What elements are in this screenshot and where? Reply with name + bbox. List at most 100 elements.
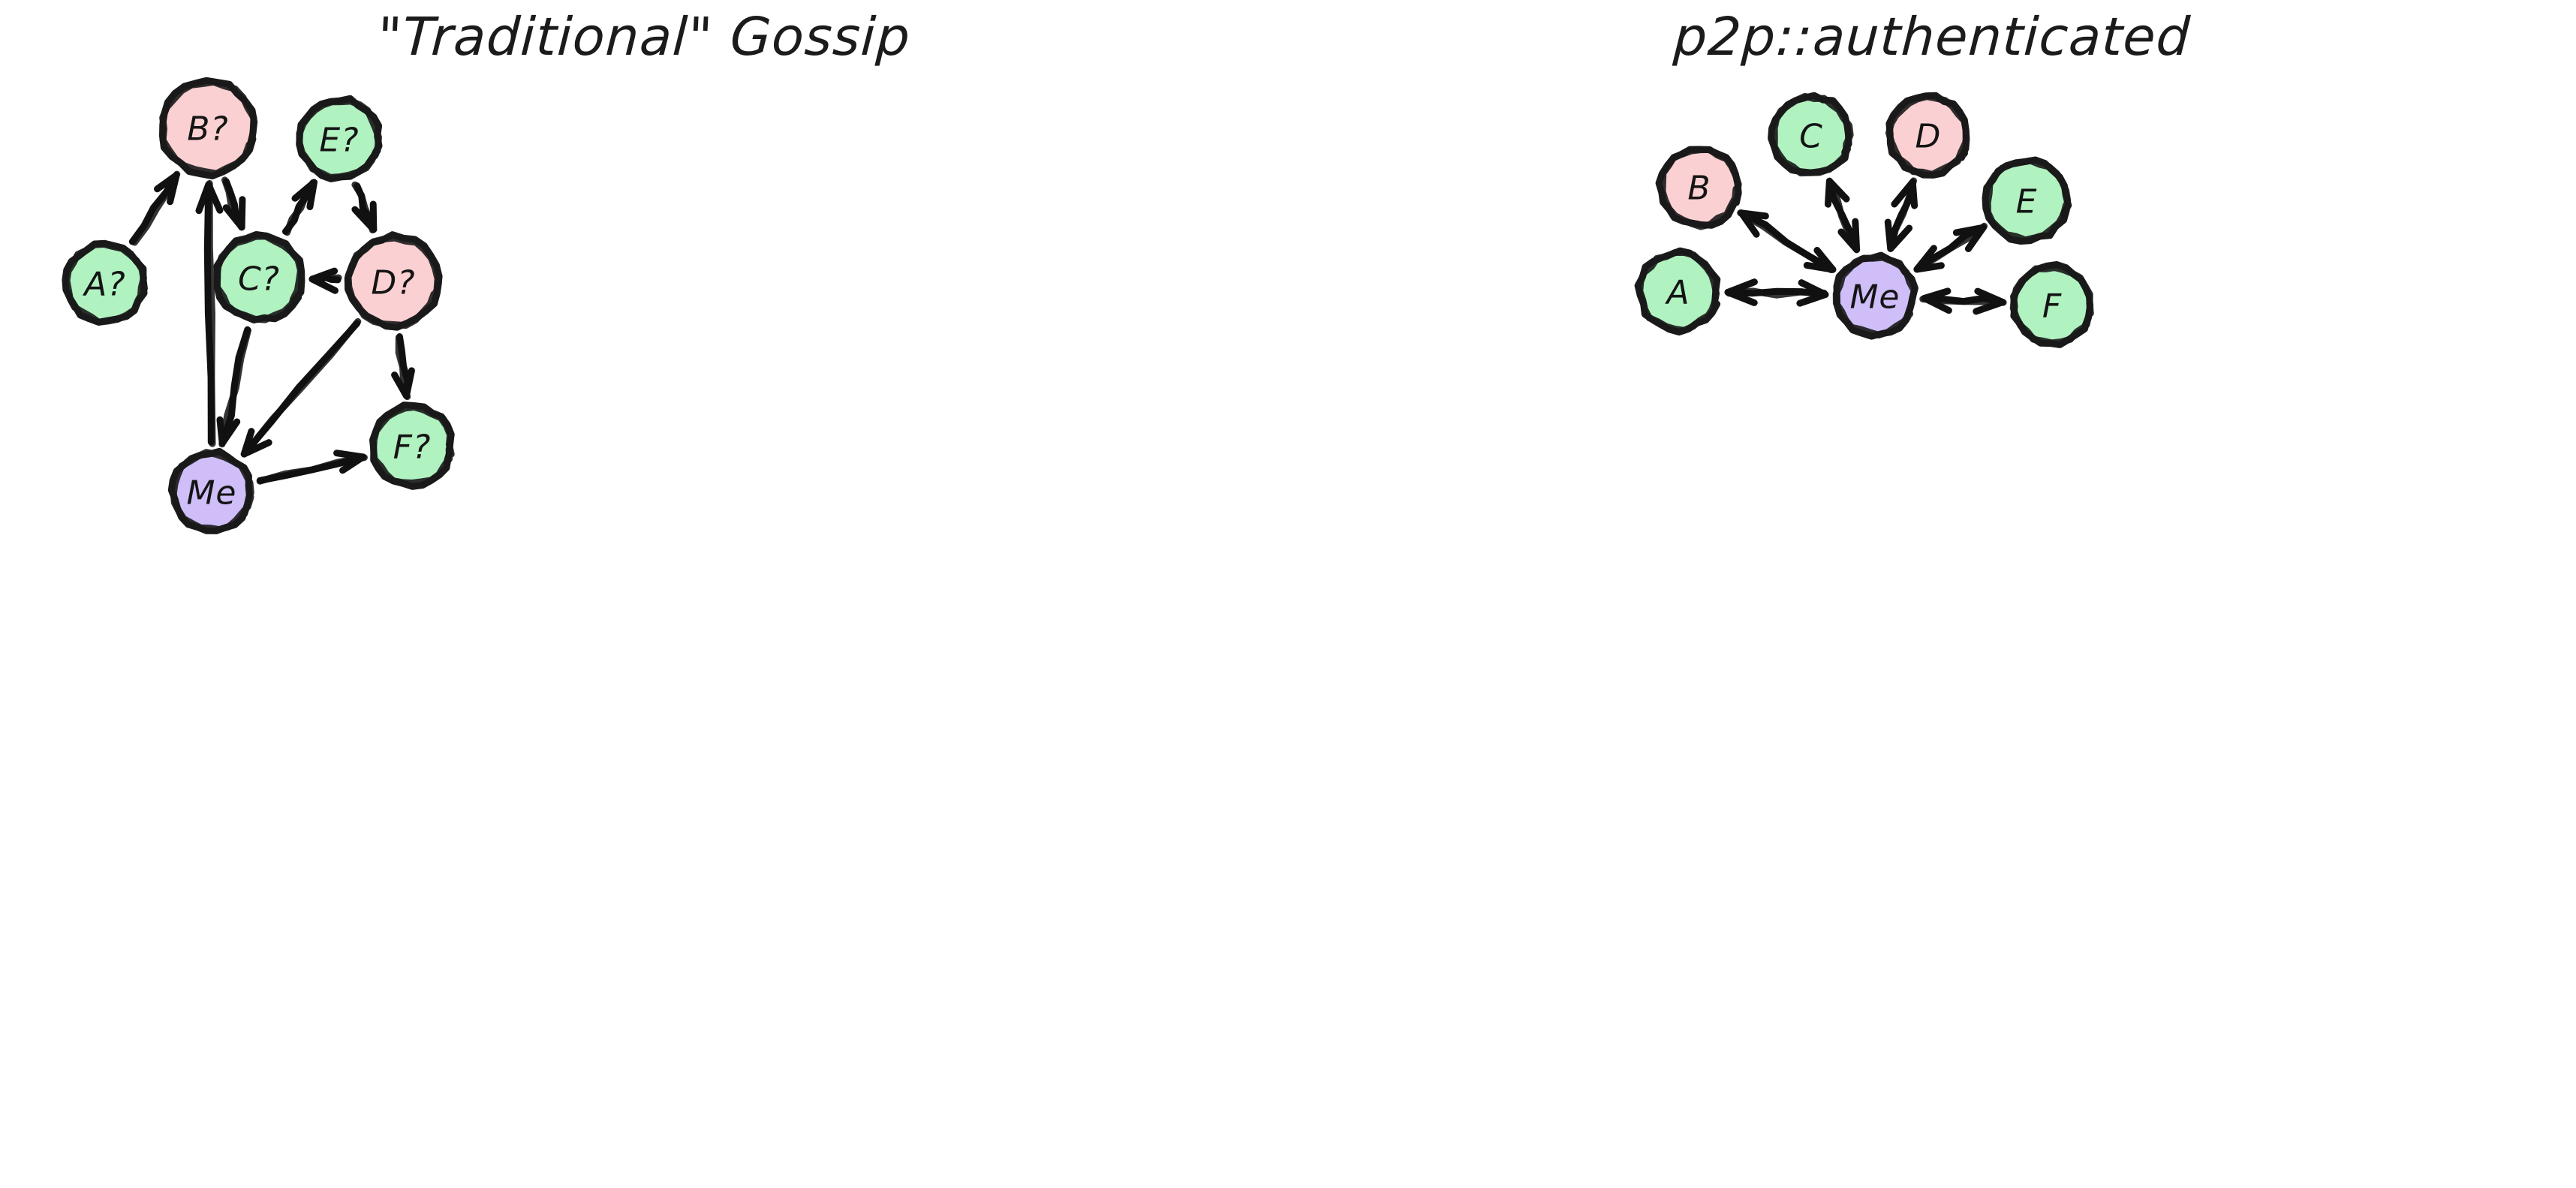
node-fill	[1771, 95, 1851, 175]
arrowhead	[291, 179, 317, 211]
node-fill	[65, 242, 144, 323]
node-label-F: F?	[393, 429, 432, 467]
arrowhead	[1891, 179, 1918, 209]
arrowhead-reverse	[1884, 218, 1913, 252]
arrowhead	[216, 416, 241, 447]
node-A[interactable]: A?	[62, 239, 148, 326]
graph-traditional-gossip: B? E? A? C? D? Me F?	[62, 77, 455, 534]
edge-Me-to-B	[1737, 209, 1837, 273]
node-F[interactable]: F?	[369, 402, 455, 490]
arrowhead	[1825, 177, 1850, 208]
arrowhead	[222, 196, 246, 231]
node-label-A: A?	[82, 266, 125, 304]
node-D[interactable]: D?	[344, 231, 443, 331]
node-Me[interactable]: Me	[167, 447, 254, 534]
arrowhead	[1738, 209, 1769, 238]
edge-C-to-Me	[216, 326, 251, 448]
arrowhead-reverse	[1913, 245, 1945, 273]
node-fill	[1662, 146, 1739, 227]
node-F[interactable]: F	[2009, 261, 2094, 348]
edge-D-to-C	[308, 267, 342, 294]
arrowhead-reverse	[1921, 287, 1952, 314]
arrowhead-reverse	[1796, 279, 1829, 307]
node-outline-overstroke	[159, 78, 257, 177]
arrowhead	[1724, 278, 1758, 306]
edge-B-to-C	[221, 176, 246, 231]
node-outline-overstroke	[213, 233, 304, 323]
node-B[interactable]: B?	[159, 77, 258, 180]
node-fill	[1889, 96, 1967, 176]
node-label-E: E	[2016, 183, 2038, 221]
edge-Me-to-E	[1913, 222, 1988, 273]
node-outline-overstroke	[370, 404, 455, 486]
edges-layer	[1724, 177, 2007, 315]
node-outline-overstroke	[1659, 146, 1742, 230]
node-C[interactable]: C	[1768, 92, 1854, 177]
nodes-layer: B C D E A Me F	[1634, 92, 2094, 348]
node-fill	[1985, 158, 2068, 242]
node-label-B: B	[1687, 170, 1711, 208]
edge-A-to-B	[128, 170, 181, 246]
edge-D-to-F	[391, 333, 415, 401]
node-label-D: D?	[371, 264, 415, 302]
node-fill	[2014, 265, 2093, 344]
edge-D-to-Me	[240, 318, 362, 458]
node-label-C: C	[1799, 118, 1823, 156]
node-outline-overstroke	[296, 98, 382, 181]
edge-E-to-D	[351, 181, 378, 233]
arrowhead	[391, 367, 415, 399]
node-label-A: A	[1664, 274, 1690, 312]
node-fill	[299, 98, 380, 179]
edge-Me-to-D	[1884, 177, 1918, 252]
edge-Me-to-F	[1919, 287, 2007, 315]
node-E[interactable]: E	[1982, 156, 2072, 245]
node-label-C: C?	[238, 260, 280, 299]
node-Me[interactable]: Me	[1832, 251, 1918, 340]
edge-C-to-E	[282, 179, 317, 236]
node-fill	[348, 237, 440, 327]
node-label-D: D	[1915, 118, 1942, 156]
node-outline-overstroke	[1885, 93, 1970, 178]
graph-p2p-authenticated: B C D E A Me F	[1634, 92, 2094, 348]
arrowhead	[308, 267, 339, 294]
node-outline-overstroke	[63, 241, 147, 326]
node-fill	[172, 453, 250, 530]
node-outline-overstroke	[345, 234, 441, 329]
node-outline-overstroke	[1636, 249, 1720, 334]
edge-Me-to-B	[195, 179, 224, 447]
arrowhead	[195, 181, 224, 215]
node-B[interactable]: B	[1655, 146, 1742, 230]
node-label-Me: Me	[1849, 278, 1900, 317]
edges-layer	[128, 170, 415, 485]
node-label-E: E?	[319, 122, 359, 160]
arrowhead	[154, 171, 180, 206]
nodes-layer: B? E? A? C? D? Me F?	[62, 77, 455, 534]
arrowhead	[1952, 224, 1987, 252]
arrowhead	[333, 450, 367, 474]
node-fill	[1835, 257, 1915, 333]
node-outline-overstroke	[2009, 264, 2094, 347]
edge-Me-to-F	[256, 450, 368, 485]
arrowhead	[1973, 287, 2006, 315]
node-fill	[215, 234, 303, 322]
arrowhead	[240, 428, 272, 458]
node-fill	[161, 80, 254, 174]
arrowhead-reverse	[1803, 247, 1837, 273]
node-A[interactable]: A	[1634, 247, 1721, 336]
node-fill	[372, 406, 452, 487]
node-outline-overstroke	[1984, 157, 2072, 244]
arrowhead	[351, 200, 378, 233]
node-C[interactable]: C?	[213, 231, 305, 323]
node-D[interactable]: D	[1885, 92, 1970, 179]
node-label-B: B?	[187, 110, 229, 149]
edge-Me-to-C	[1825, 177, 1861, 254]
node-fill	[1639, 252, 1719, 329]
node-outline-overstroke	[170, 449, 254, 534]
node-E[interactable]: E?	[296, 95, 383, 182]
node-label-F: F	[2042, 287, 2062, 326]
edge-Me-to-A	[1724, 278, 1829, 307]
node-outline-overstroke	[1832, 254, 1918, 338]
